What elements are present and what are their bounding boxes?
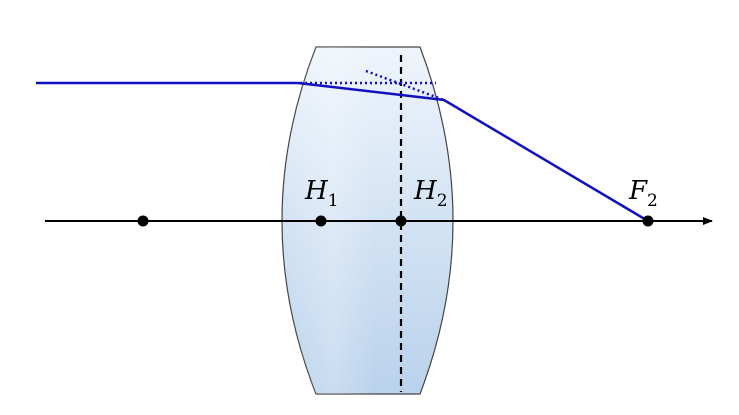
- object-focal-point: [137, 215, 149, 227]
- label-f2: F2: [628, 176, 658, 211]
- ray-extension-back: [365, 69, 445, 102]
- light-ray: [36, 81, 649, 223]
- label-h1: H1: [304, 176, 339, 211]
- principal-point-h1: [315, 215, 327, 227]
- label-h2: H2: [413, 176, 448, 211]
- focal-point-f2: [642, 215, 654, 227]
- principal-point-h2: [395, 215, 407, 227]
